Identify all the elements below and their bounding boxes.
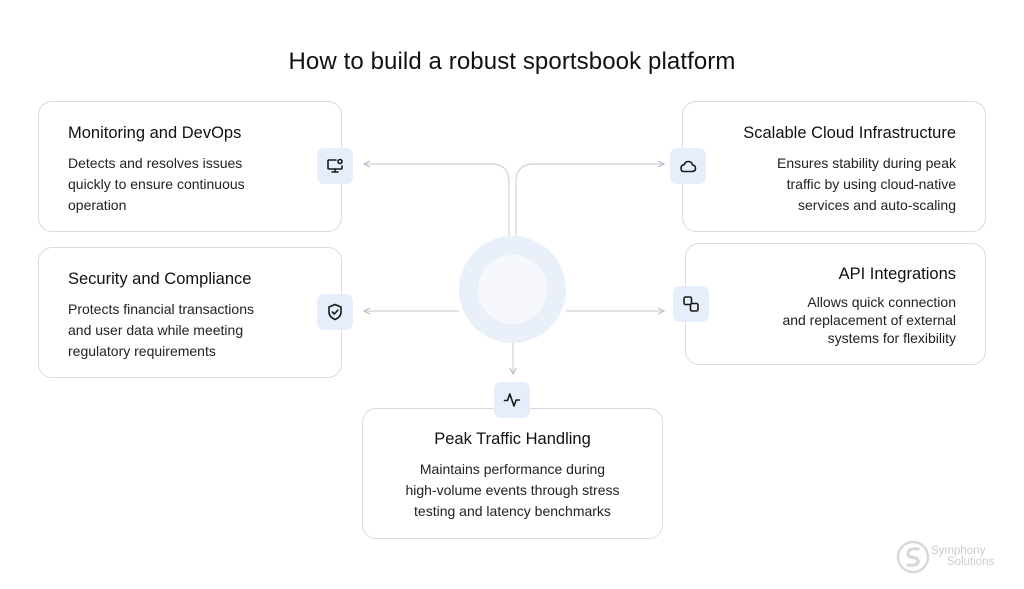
- link-squares-icon: [673, 286, 709, 322]
- connector-monitoring: [364, 164, 510, 236]
- card-monitoring-devops: Monitoring and DevOps Detects and resolv…: [38, 101, 342, 232]
- central-hub-inner: [478, 255, 547, 324]
- page-title: How to build a robust sportsbook platfor…: [288, 48, 736, 75]
- monitor-icon: [317, 148, 353, 184]
- pulse-icon: [494, 382, 530, 418]
- card-security-compliance: Security and Compliance Protects financi…: [38, 247, 342, 378]
- card-title: Scalable Cloud Infrastructure: [743, 124, 956, 142]
- logo-text-line2: Solutions: [947, 556, 995, 568]
- central-hub: [459, 236, 566, 343]
- card-description: Ensures stability during peak traffic by…: [777, 155, 956, 213]
- connector-cloud: [515, 164, 664, 236]
- card-description: Protects financial transactions and user…: [68, 301, 254, 359]
- card-title: Monitoring and DevOps: [68, 124, 242, 142]
- logo-text-line1: Symphony: [931, 545, 986, 557]
- shield-check-icon: [317, 294, 353, 330]
- card-description: Detects and resolves issues quickly to e…: [68, 155, 245, 213]
- card-title: Peak Traffic Handling: [434, 430, 591, 448]
- card-peak-traffic: Peak Traffic Handling Maintains performa…: [362, 408, 663, 539]
- cloud-icon: [670, 148, 706, 184]
- card-description: Maintains performance during high-volume…: [405, 461, 620, 519]
- symphony-solutions-logo: Symphony Solutions: [896, 539, 1002, 575]
- logo-mark-icon: [896, 540, 930, 574]
- card-description: Allows quick connection and replacement …: [782, 294, 956, 346]
- card-title: Security and Compliance: [68, 270, 252, 288]
- card-title: API Integrations: [838, 265, 956, 283]
- card-api-integrations: API Integrations Allows quick connection…: [685, 243, 986, 365]
- card-scalable-cloud: Scalable Cloud Infrastructure Ensures st…: [682, 101, 986, 232]
